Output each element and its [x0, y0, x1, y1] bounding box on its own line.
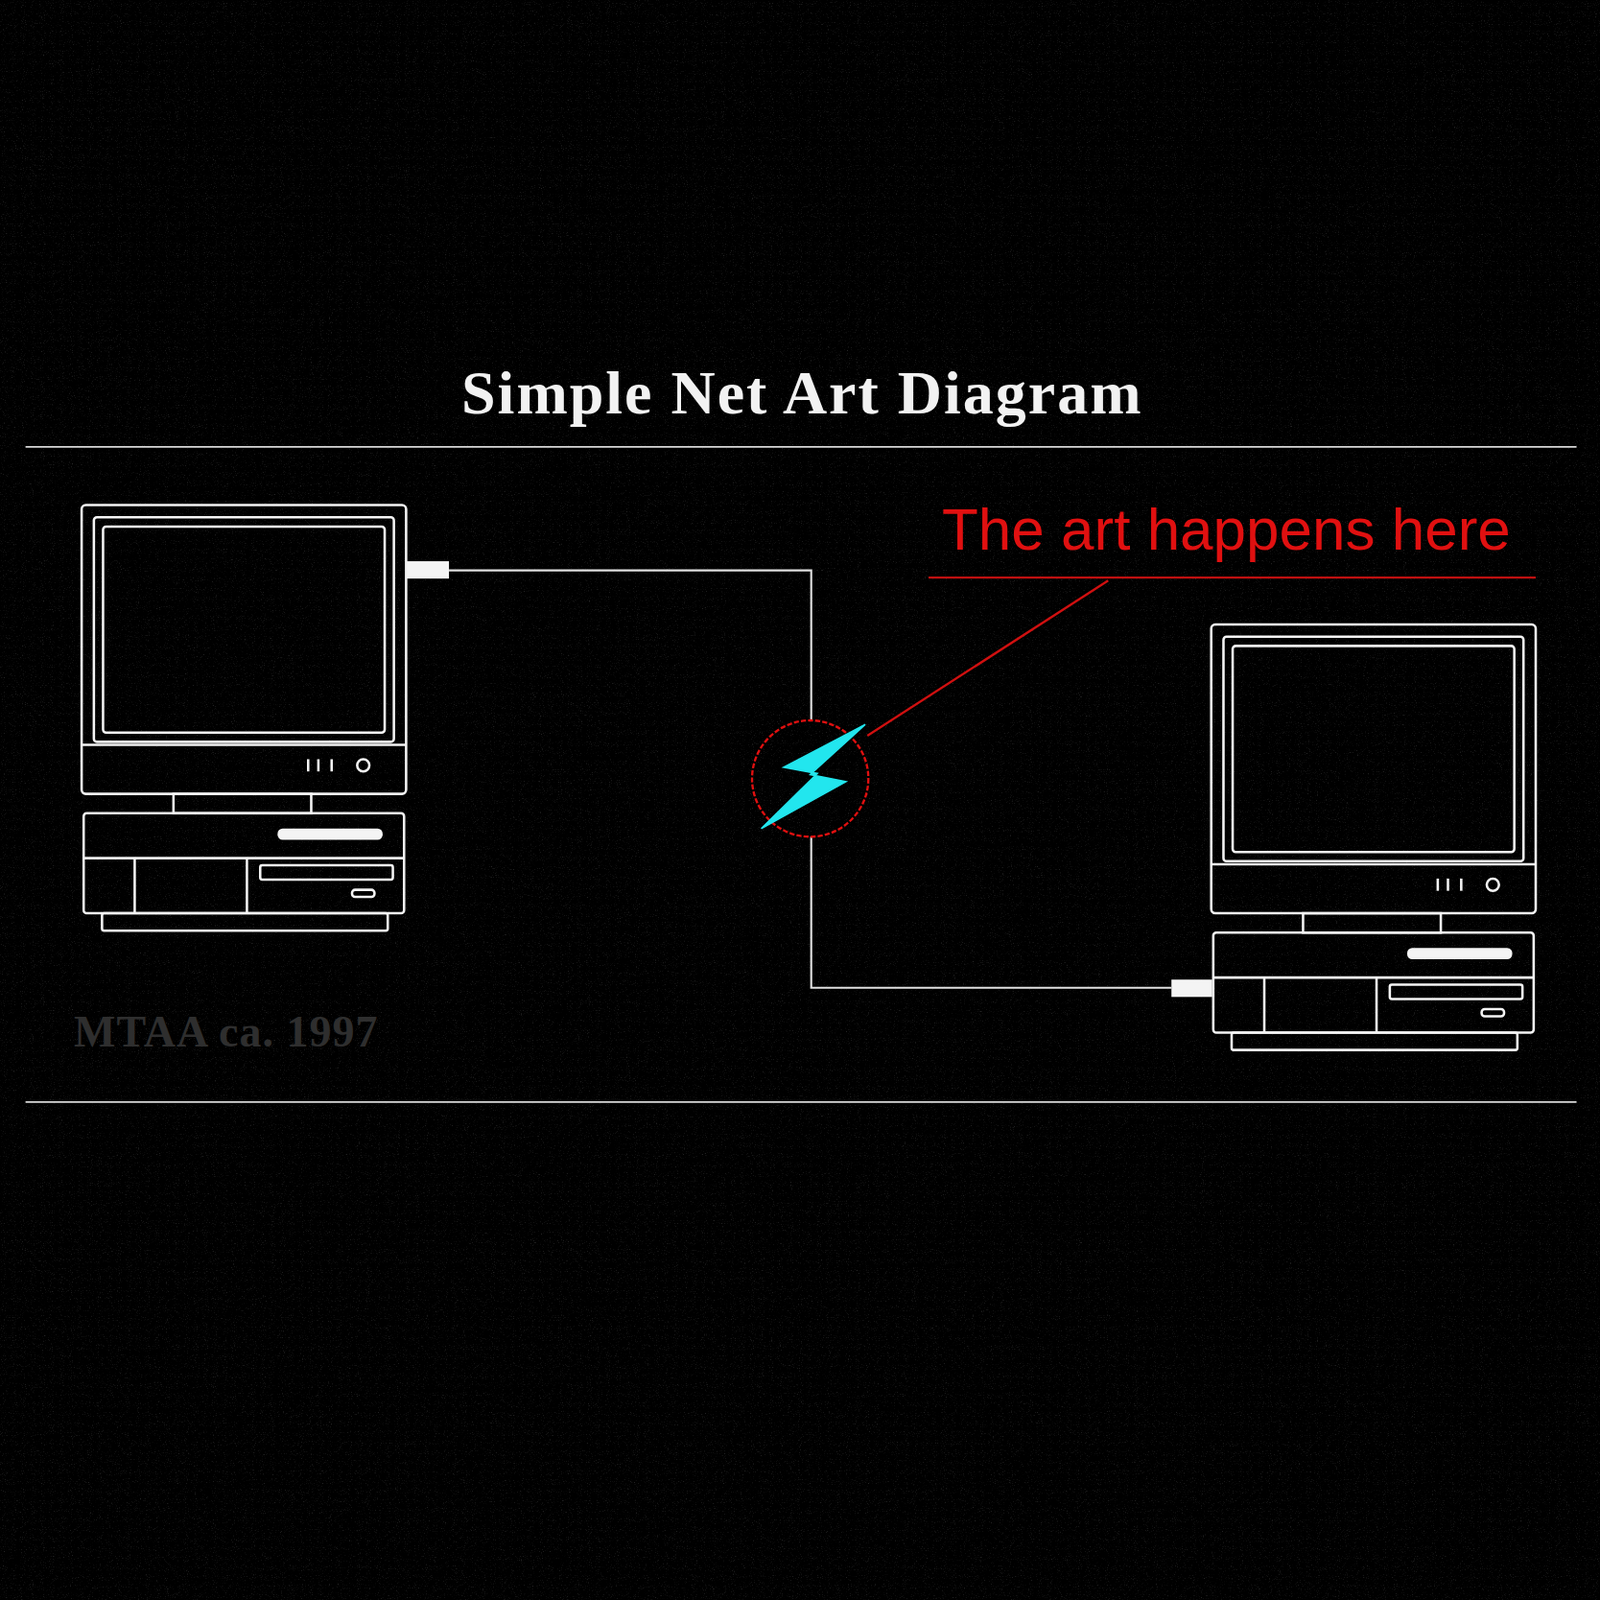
lightning-bolt	[761, 724, 867, 829]
callout-text: The art happens here	[941, 499, 1511, 560]
cpu-divider	[133, 858, 137, 914]
monitor-stand	[1302, 913, 1441, 933]
power-button	[356, 758, 370, 772]
monitor-screen	[1232, 645, 1515, 852]
drive-button	[352, 890, 375, 897]
monitor-case	[81, 505, 406, 795]
cpu-case	[1213, 932, 1534, 1033]
computer-figure	[1171, 624, 1536, 1051]
highlight-circle	[752, 720, 869, 837]
cpu-divider	[83, 856, 404, 860]
scene	[25, 447, 1577, 1103]
cpu-divider	[1213, 976, 1534, 980]
network-wire	[448, 570, 812, 721]
monitor-stand	[173, 794, 312, 814]
underline	[928, 576, 1536, 579]
monitor-bezel	[1223, 636, 1524, 862]
drive-bay	[259, 865, 393, 880]
monitor-button	[1446, 878, 1450, 892]
cpu-divider	[245, 858, 249, 914]
rule-line	[25, 1101, 1577, 1104]
monitor-button	[306, 758, 310, 772]
monitor-button	[317, 758, 321, 772]
monitor-case	[1211, 624, 1536, 914]
floppy-slot	[1407, 947, 1513, 960]
drive-button	[1482, 1009, 1505, 1016]
drive-bay	[1389, 985, 1523, 1000]
monitor-button	[329, 758, 333, 772]
monitor-screen	[102, 526, 385, 733]
monitor-button	[1459, 878, 1463, 892]
monitor-bezel	[94, 517, 395, 742]
monitor-base-line	[1211, 863, 1536, 867]
rule-line	[25, 446, 1577, 448]
power-button	[1486, 878, 1500, 892]
credit-text: MTAA ca. 1997	[73, 1010, 379, 1055]
cpu-divider	[1375, 977, 1379, 1033]
cpu-case	[83, 813, 404, 914]
cable-plug	[405, 561, 449, 579]
monitor-button	[1436, 878, 1440, 892]
network-wire	[811, 836, 1173, 988]
monitor-base-line	[81, 743, 406, 747]
leader-line	[867, 580, 1108, 736]
cpu-foot	[1231, 1033, 1518, 1051]
cpu-foot	[101, 913, 388, 931]
floppy-slot	[277, 828, 383, 841]
cpu-divider	[1263, 977, 1267, 1033]
cable-plug	[1171, 979, 1213, 997]
diagram-title: Simple Net Art Diagram	[461, 362, 1144, 424]
computer-figure	[81, 505, 449, 932]
